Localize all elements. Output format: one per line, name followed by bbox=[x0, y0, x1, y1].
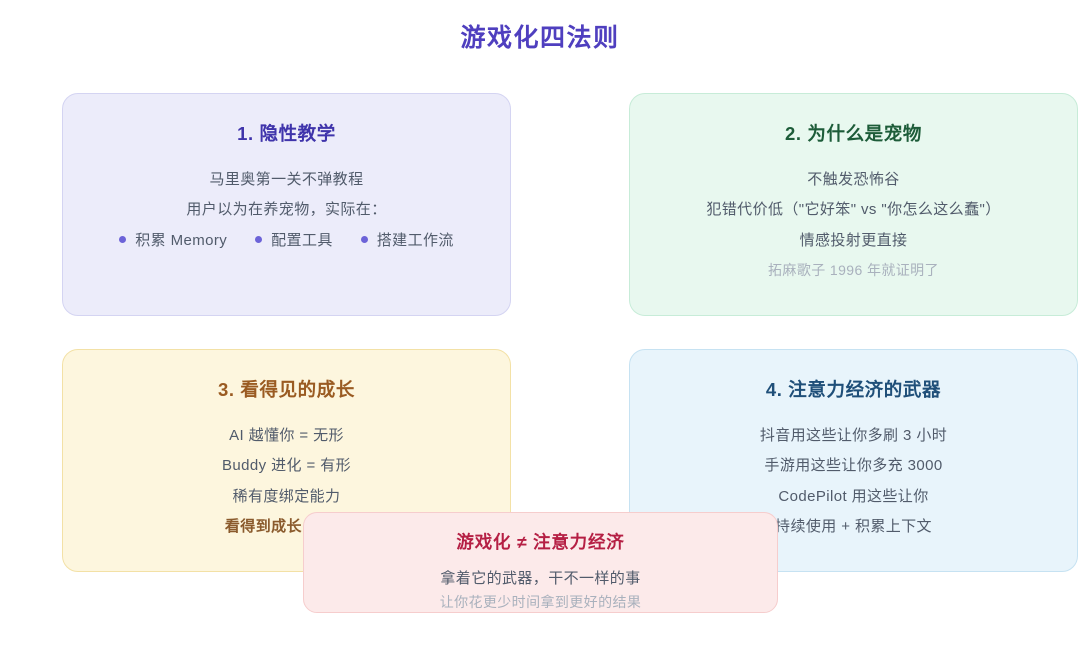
bullet-dot-icon bbox=[360, 235, 368, 243]
card-line: 抖音用这些让你多刷 3 小时 bbox=[759, 427, 948, 444]
bullet-dot-icon bbox=[255, 235, 263, 243]
bullet-dot-icon bbox=[119, 235, 127, 243]
bullet-row: 积累 Memory 配置工具 搭建工作流 bbox=[83, 229, 490, 250]
card-title: 4. 注意力经济的武器 bbox=[765, 379, 942, 400]
card-line: 稀有度绑定能力 bbox=[232, 487, 341, 505]
card-title: 3. 看得见的成长 bbox=[218, 379, 355, 400]
card-title: 2. 为什么是宠物 bbox=[785, 123, 922, 144]
card-grid: 1. 隐性教学 马里奥第一关不弹教程 用户以为在养宠物，实际在： 积累 Memo… bbox=[62, 93, 1078, 572]
card-title: 1. 隐性教学 bbox=[237, 123, 336, 144]
card-line: 手游用这些让你多充 3000 bbox=[764, 457, 943, 475]
card-line: 犯错代价低（"它好笨" vs "你怎么这么蠢"） bbox=[706, 201, 1001, 219]
card-line: 不触发恐怖谷 bbox=[807, 171, 900, 188]
card-line: 持续使用 + 积累上下文 bbox=[775, 517, 932, 535]
bullet-item: 搭建工作流 bbox=[360, 229, 454, 250]
overlay-callout[interactable]: 游戏化 ≠ 注意力经济 拿着它的武器，干不一样的事 让你花更少时间拿到更好的结果 bbox=[303, 512, 778, 613]
bullet-item: 积累 Memory bbox=[119, 229, 227, 250]
bullet-label: 搭建工作流 bbox=[376, 231, 454, 249]
bullet-label: 积累 Memory bbox=[135, 231, 228, 249]
overlay-line: 拿着它的武器，干不一样的事 bbox=[440, 570, 641, 587]
card-line: AI 越懂你 = 无形 bbox=[229, 427, 344, 444]
card-hidden-teaching[interactable]: 1. 隐性教学 马里奥第一关不弹教程 用户以为在养宠物，实际在： 积累 Memo… bbox=[62, 93, 511, 316]
card-line: 马里奥第一关不弹教程 bbox=[209, 171, 364, 188]
card-why-pet[interactable]: 2. 为什么是宠物 不触发恐怖谷 犯错代价低（"它好笨" vs "你怎么这么蠢"… bbox=[629, 93, 1078, 316]
page-title: 游戏化四法则 bbox=[460, 24, 620, 52]
overlay-footnote: 让你花更少时间拿到更好的结果 bbox=[439, 594, 642, 610]
overlay-title: 游戏化 ≠ 注意力经济 bbox=[456, 532, 625, 552]
card-line: 用户以为在养宠物，实际在： bbox=[186, 201, 387, 219]
card-line: Buddy 进化 = 有形 bbox=[222, 457, 351, 475]
card-line: 情感投射更直接 bbox=[799, 231, 908, 249]
bullet-label: 配置工具 bbox=[271, 231, 333, 249]
bullet-item: 配置工具 bbox=[255, 229, 333, 250]
card-footnote: 拓麻歌子 1996 年就证明了 bbox=[768, 261, 939, 278]
card-line: CodePilot 用这些让你 bbox=[778, 487, 929, 505]
